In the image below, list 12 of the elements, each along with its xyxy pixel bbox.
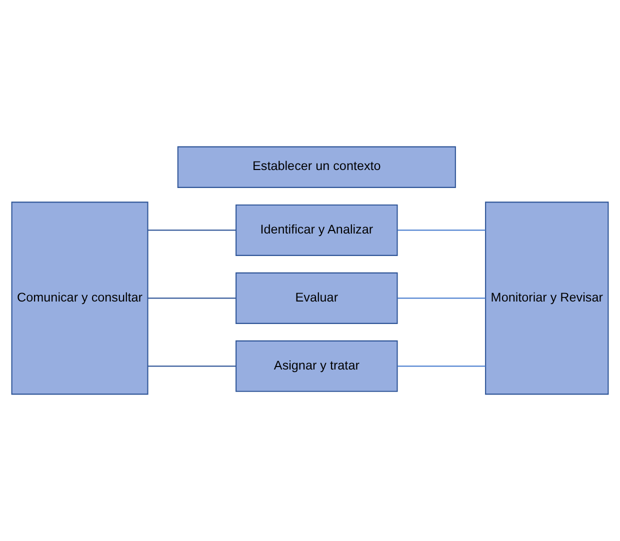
connector	[398, 230, 486, 231]
node-box: Monitoriar y Revisar	[485, 202, 609, 395]
connector	[148, 298, 236, 299]
node-box: Asignar y tratar	[236, 340, 398, 392]
connector	[398, 366, 486, 367]
connector	[398, 298, 486, 299]
node-box: Evaluar	[236, 272, 398, 324]
node-box: Establecer un contexto	[177, 146, 456, 188]
connector	[148, 366, 236, 367]
node-box: Identificar y Analizar	[236, 204, 398, 256]
node-box: Comunicar y consultar	[11, 202, 148, 395]
connector	[148, 230, 236, 231]
